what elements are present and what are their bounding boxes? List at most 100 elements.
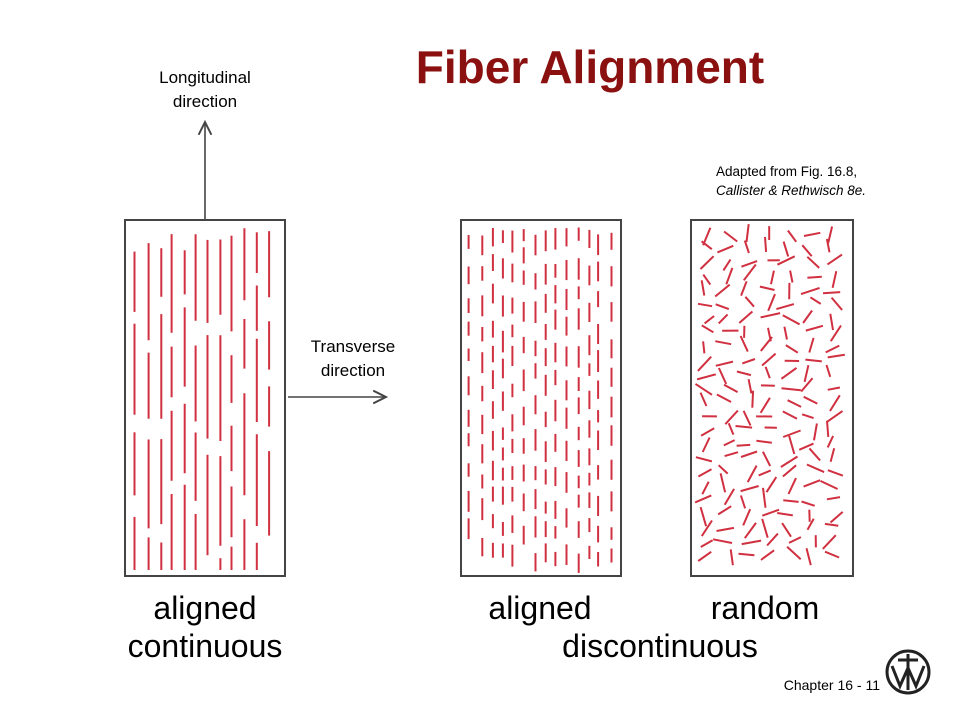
fiber [725,267,734,285]
fiber [776,303,795,311]
fiber [766,532,779,547]
fiber [762,487,767,508]
fiber [827,386,841,391]
fiber [700,427,715,437]
fiber [829,448,836,462]
fiber [700,519,713,537]
fiber [736,443,751,447]
fiber [825,238,831,253]
fiber [740,485,759,493]
fiber [722,258,732,271]
fiber [786,546,802,560]
fiber [742,508,752,526]
fiber [740,280,748,296]
fiber [803,231,821,237]
panel-aligned-discontinuous [460,219,622,577]
fiber [743,263,757,281]
fiber [782,410,798,420]
fiber [700,240,713,250]
fiber [800,377,814,393]
caption-random: random [710,590,820,626]
fiber [780,455,799,468]
fiber [717,244,734,254]
fibers-aligned-continuous [133,228,271,570]
fiber [820,480,839,490]
fiber [788,435,796,455]
fiber [803,479,821,488]
fiber [806,463,825,474]
fiber [761,352,777,367]
fiber [738,552,755,557]
fiber [783,499,799,503]
fiber [694,494,712,504]
fiber [805,324,824,332]
fiber [701,324,714,334]
fiber [719,473,727,493]
fiber [781,387,801,392]
fiber [699,506,708,527]
fiber [717,367,728,385]
fiber [724,409,739,425]
fiber [736,370,752,377]
fiber [805,547,812,566]
panel-random-discontinuous [690,219,854,577]
fiber [803,364,810,383]
fiber [695,456,713,463]
fiber [826,496,841,501]
fiber [800,286,820,296]
fiber [700,539,714,548]
fiber [813,423,818,441]
fiber [738,310,754,324]
fiber [801,413,814,420]
fiber [758,469,772,477]
caption-aligned-continuous-line1: aligned [153,590,257,626]
fibers-aligned-discontinuous [467,227,613,573]
fiber [715,360,734,367]
fiber [822,534,837,550]
fiber [827,353,845,359]
fiber [770,270,775,285]
fiber [762,451,772,467]
fiber [743,240,750,254]
fiber [697,356,712,372]
fiber [765,476,778,493]
fiber [700,280,706,296]
fiber [829,394,841,412]
fiber [741,539,762,546]
publisher-logo-icon [885,649,931,695]
fiber [716,526,735,532]
fiber [759,397,771,414]
fiber [826,410,844,423]
fiber [822,291,841,295]
fiber [746,465,758,483]
fiber [742,410,752,426]
fiber [761,518,769,538]
caption-aligned-continuous-line2: continuous [127,628,283,664]
fiber [745,223,750,243]
slide-title: Fiber Alignment [415,41,765,93]
fiber [782,429,801,438]
fiber [760,312,781,319]
fiber [699,255,715,270]
fiber [741,358,756,365]
fiber [761,508,780,517]
transverse-label-line2: direction [320,361,386,380]
fiber [787,229,798,243]
fiber [826,253,843,266]
fiber [723,439,736,447]
fiber [715,303,730,311]
fiber [806,256,820,269]
fiber [777,512,793,517]
fiber [717,464,729,475]
fiber [787,399,802,408]
fiber [780,367,798,380]
fiber [782,241,790,257]
fiber [697,302,713,308]
fiber [808,447,821,462]
fiber [801,500,816,507]
fiber [743,522,757,539]
fiber [701,481,710,495]
fiber [824,550,840,559]
fiber [803,395,818,405]
fiber [727,422,735,435]
